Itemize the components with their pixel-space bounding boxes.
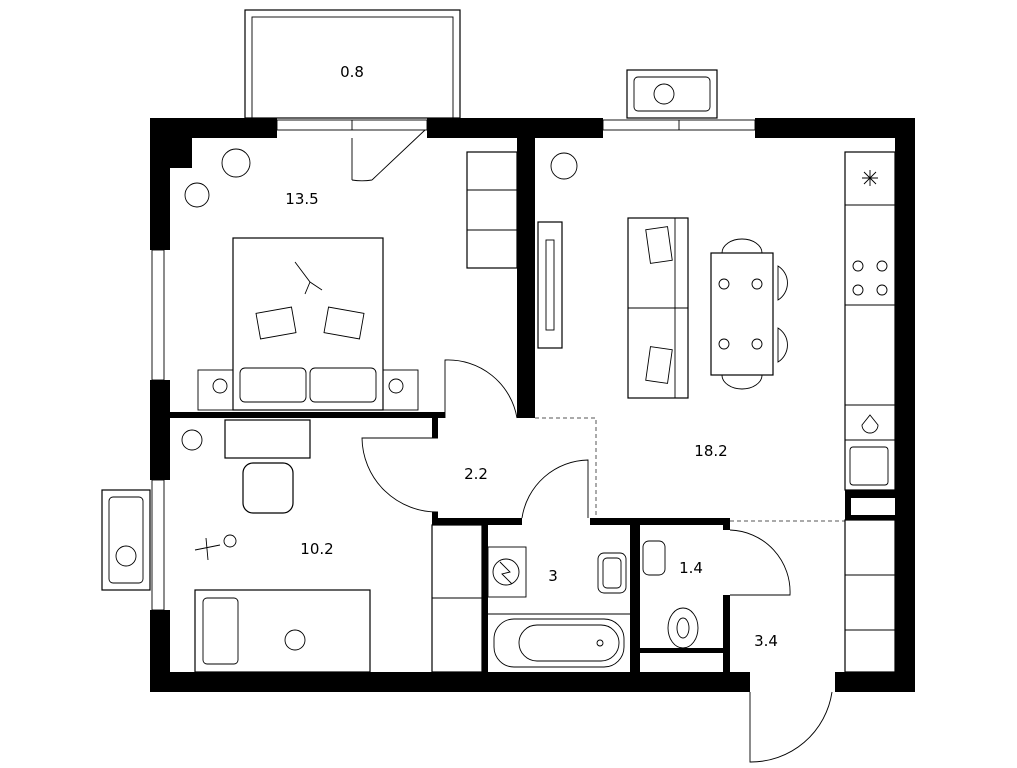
windows — [151, 119, 756, 611]
room-area-bedroom: 13.5 — [285, 190, 318, 208]
interior-walls — [170, 138, 895, 672]
room-area-toilet: 1.4 — [679, 559, 703, 577]
room-labels: 0.8 13.5 18.2 2.2 10.2 3 1.4 3.4 — [285, 63, 778, 650]
bathroom-fixtures — [487, 540, 699, 668]
room-area-balcony: 0.8 — [340, 63, 364, 81]
room-area-kids-room: 10.2 — [300, 540, 333, 558]
room-area-bathroom: 3 — [548, 567, 558, 585]
outer-walls — [150, 118, 915, 692]
kids-furniture — [181, 419, 483, 673]
bedroom-furniture — [184, 148, 518, 411]
room-area-corridor: 2.2 — [464, 465, 488, 483]
ac-units — [101, 69, 718, 591]
room-area-living-kitchen: 18.2 — [694, 442, 727, 460]
living-furniture — [537, 151, 896, 673]
doors — [351, 129, 845, 763]
balcony — [244, 9, 461, 119]
room-area-hall: 3.4 — [754, 632, 778, 650]
